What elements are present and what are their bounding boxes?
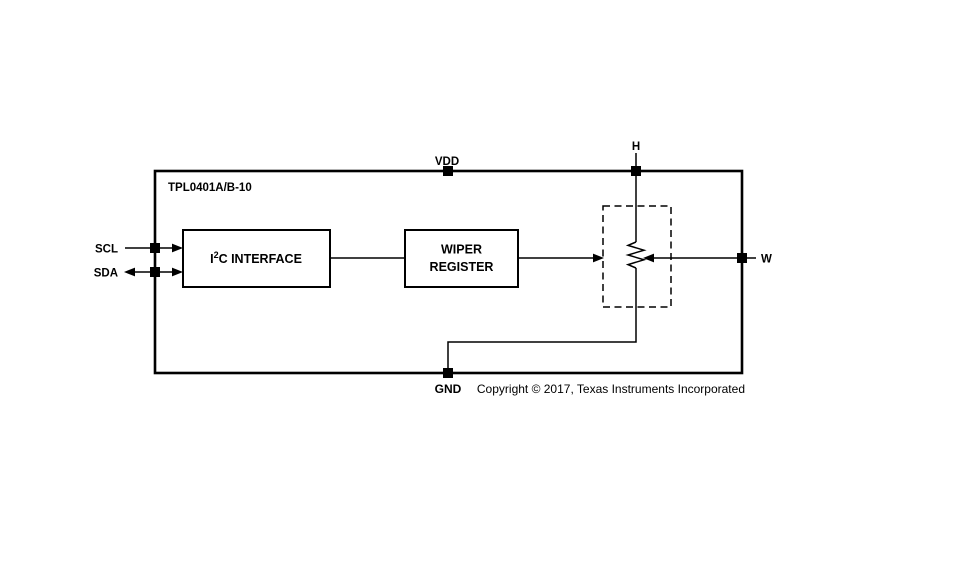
wiper-arrow-icon <box>593 253 604 263</box>
i2c-interface-block <box>182 229 331 288</box>
pin-label-gnd: GND <box>435 382 462 396</box>
copyright-text: Copyright © 2017, Texas Instruments Inco… <box>477 382 745 396</box>
chip-label: TPL0401A/B-10 <box>168 182 252 194</box>
scl-arrow-in-icon <box>172 243 183 253</box>
h-pin-pad <box>631 166 641 176</box>
wiper-register-block <box>404 229 519 288</box>
resistor-symbol <box>625 241 647 269</box>
wiper-register-label-line2: REGISTER <box>430 260 494 274</box>
sda-pin-pad <box>150 267 160 277</box>
scl-pin-pad <box>150 243 160 253</box>
pin-label-h: H <box>632 141 640 153</box>
pin-label-scl: SCL <box>95 244 118 256</box>
sda-arrow-in-icon <box>172 267 183 277</box>
w-pin-pad <box>737 253 747 263</box>
sda-arrow-out-icon <box>124 267 135 277</box>
wiper-register-label-line1: WIPER <box>441 243 482 257</box>
pin-label-vdd: VDD <box>435 156 459 168</box>
gnd-pin-pad <box>443 368 453 378</box>
gnd-wire <box>447 268 637 370</box>
potentiometer-dashed-box <box>602 205 672 308</box>
pin-label-sda: SDA <box>94 268 118 280</box>
pin-label-w: W <box>761 254 772 266</box>
w-arrow-icon <box>643 253 654 263</box>
vdd-pin-pad <box>443 166 453 176</box>
i2c-interface-label: I2C INTERFACE <box>210 250 302 266</box>
